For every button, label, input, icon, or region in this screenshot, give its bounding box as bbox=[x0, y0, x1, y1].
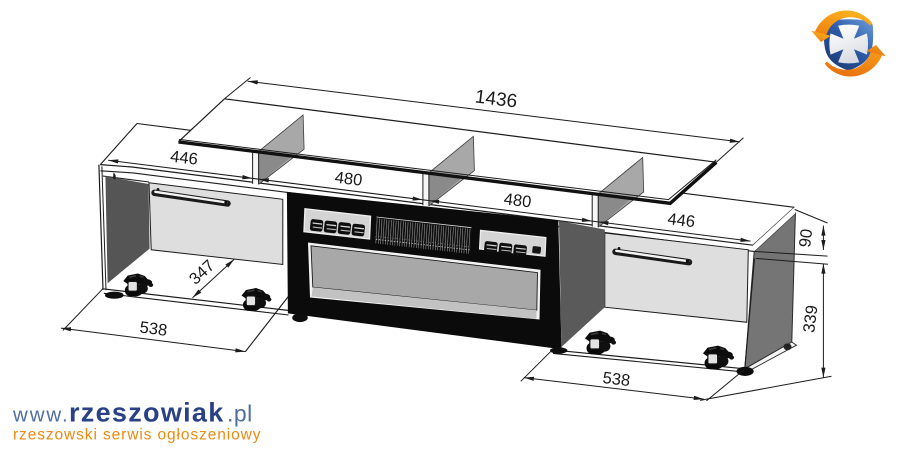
svg-text:538: 538 bbox=[602, 369, 631, 390]
svg-text:www.: www. bbox=[12, 404, 70, 427]
svg-text:.pl: .pl bbox=[227, 401, 253, 427]
svg-text:rzeszowski serwis ogłoszeniowy: rzeszowski serwis ogłoszeniowy bbox=[13, 427, 261, 444]
svg-text:538: 538 bbox=[139, 318, 169, 339]
svg-text:480: 480 bbox=[503, 190, 533, 211]
svg-text:90: 90 bbox=[796, 228, 816, 248]
svg-text:rzeszowiak: rzeszowiak bbox=[69, 398, 225, 428]
svg-text:446: 446 bbox=[169, 148, 199, 169]
svg-text:339: 339 bbox=[800, 304, 821, 334]
svg-text:480: 480 bbox=[334, 169, 364, 190]
svg-text:446: 446 bbox=[667, 210, 697, 231]
svg-text:1436: 1436 bbox=[474, 87, 519, 113]
